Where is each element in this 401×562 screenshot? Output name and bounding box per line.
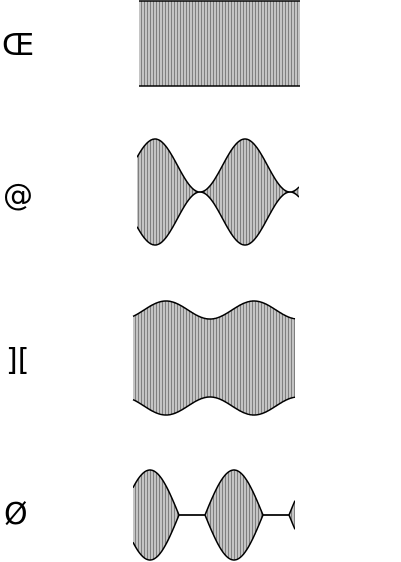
row-3-label: ][ [6, 343, 30, 378]
waveform-overmodulated [133, 469, 295, 561]
waveform-full-modulation [137, 138, 299, 246]
row-2-label: @ [3, 178, 33, 213]
waveform-constant [139, 0, 300, 87]
row-4-label: Ø [4, 497, 28, 532]
waveform-partial-modulation [132, 300, 296, 416]
row-1-label: Œ [2, 28, 35, 63]
